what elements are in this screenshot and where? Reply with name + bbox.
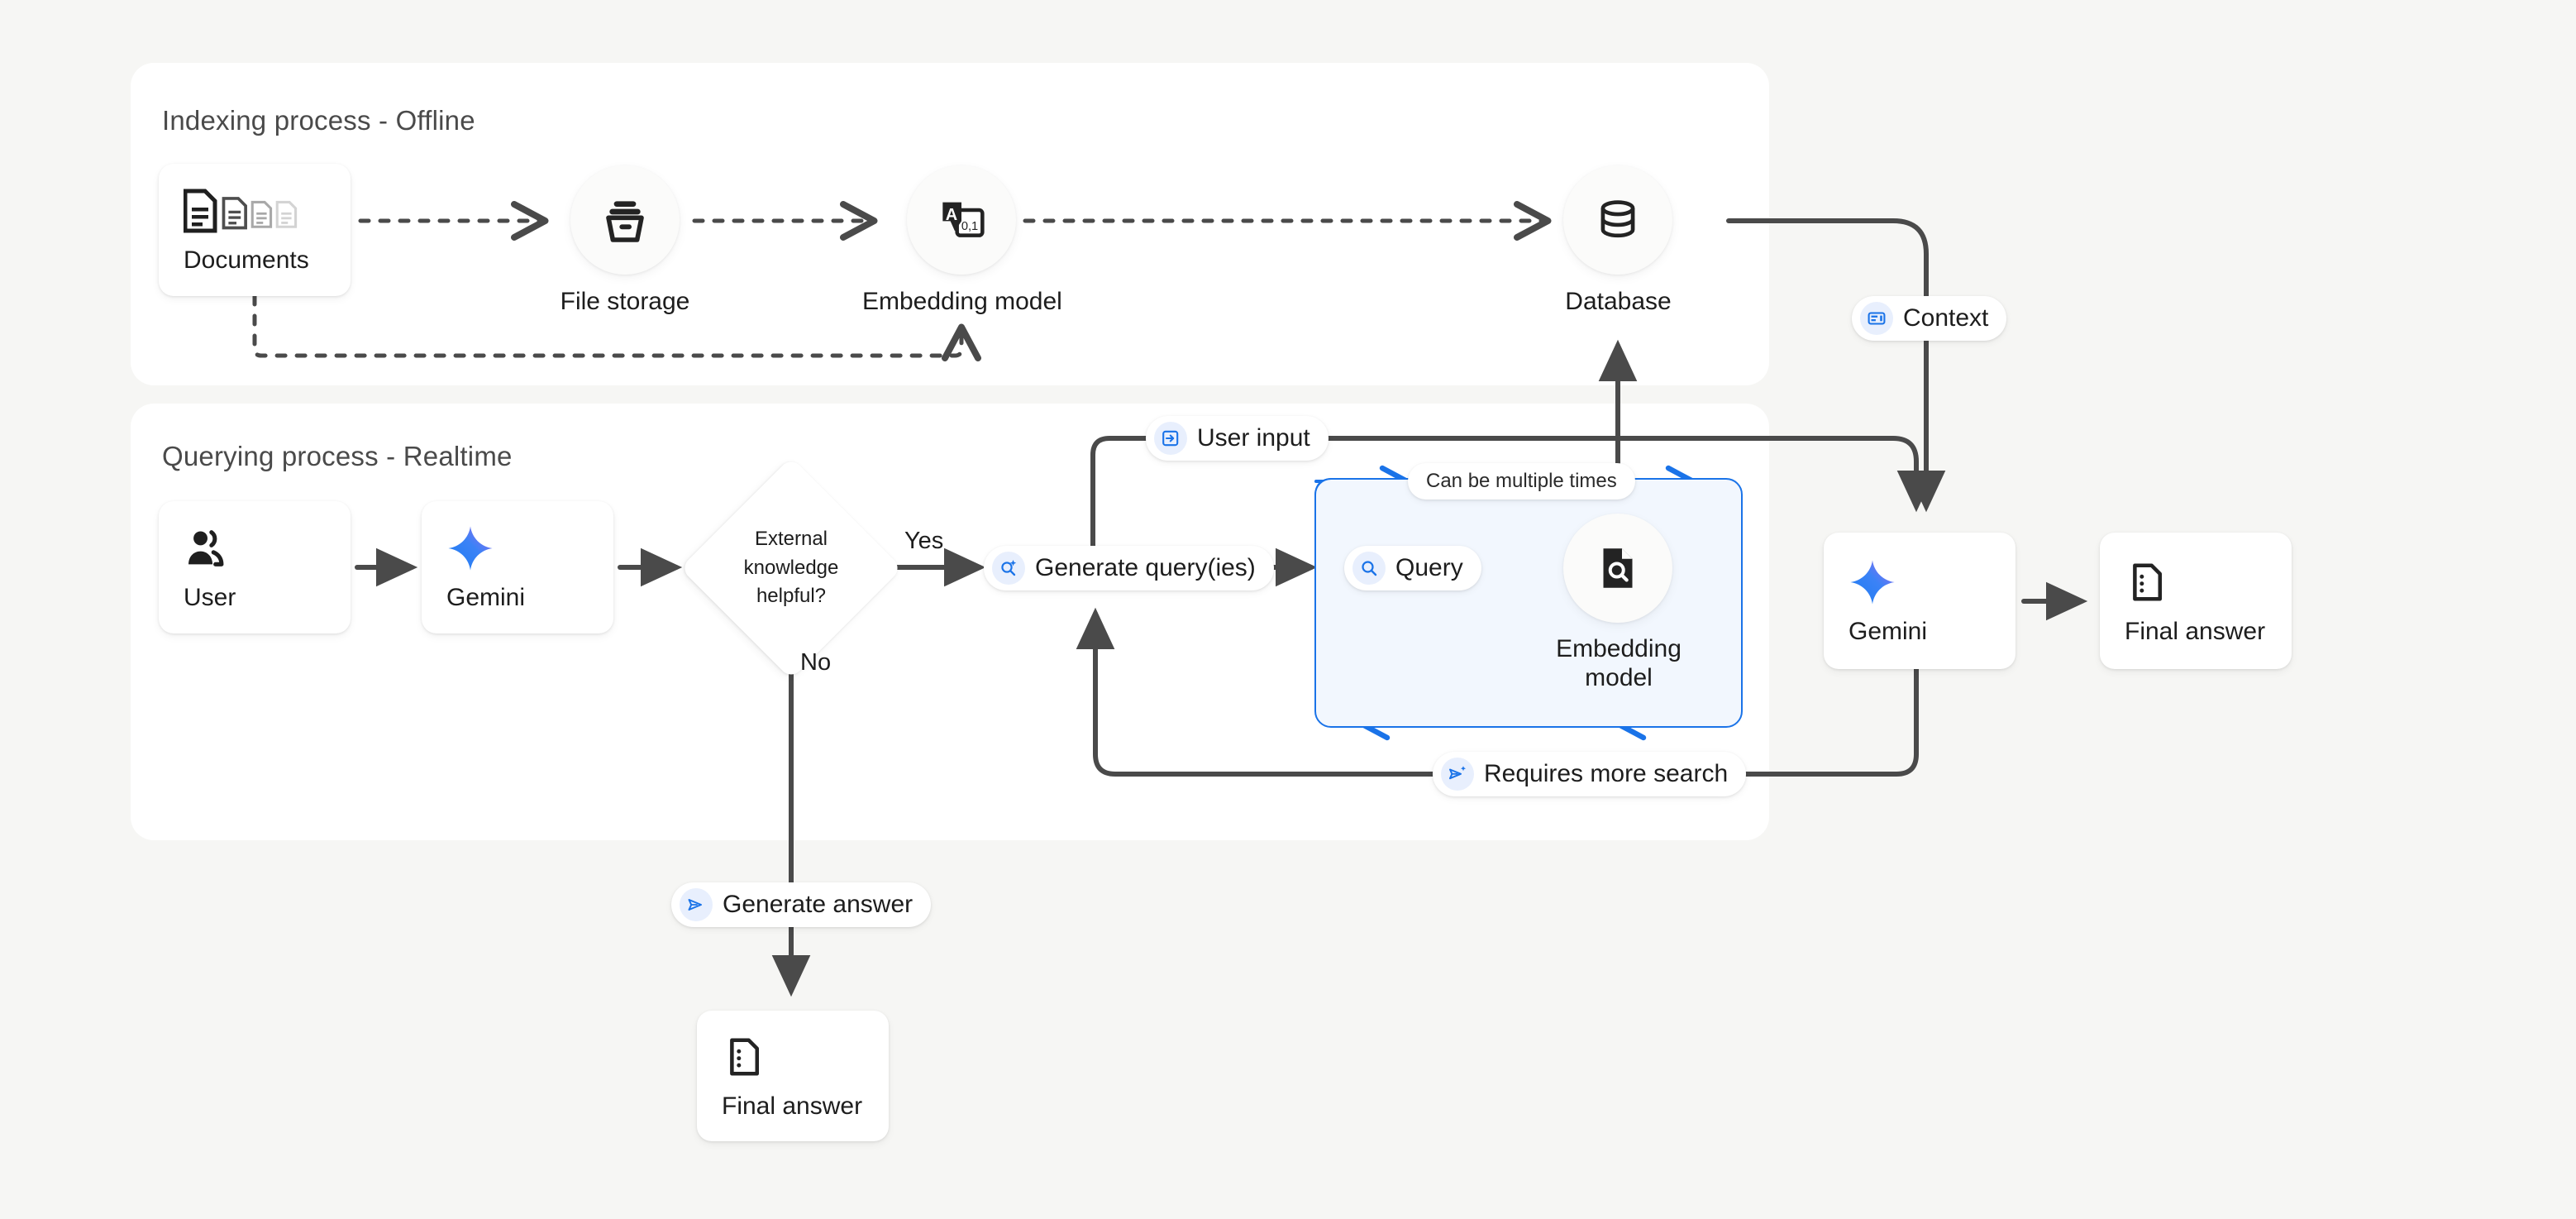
- no-edge-label: No: [800, 649, 832, 676]
- embedding-line-1: Embedding: [1556, 635, 1682, 662]
- generate-queries-label: Generate query(ies): [1035, 554, 1256, 581]
- svg-text:0,1: 0,1: [961, 220, 978, 233]
- embedding-model-label-query: Embedding model: [1539, 635, 1698, 692]
- final-answer-card-bottom[interactable]: Final answer: [697, 1011, 889, 1141]
- loop-note-pill: Can be multiple times: [1408, 463, 1635, 500]
- answer-doc-icon-right: [2125, 557, 2292, 608]
- documents-label: Documents: [184, 246, 309, 274]
- user-label: User: [184, 584, 236, 611]
- archive-icon: [606, 201, 644, 242]
- user-group-icon: [184, 523, 351, 574]
- requires-more-search-label: Requires more search: [1484, 760, 1729, 787]
- generate-answer-pill[interactable]: Generate answer: [671, 882, 932, 927]
- final-answer-label-right: Final answer: [2125, 617, 2266, 645]
- svg-text:A: A: [946, 206, 957, 224]
- input-login-icon: [1154, 422, 1187, 455]
- user-input-pill[interactable]: User input: [1146, 416, 1329, 461]
- gemini-label-right: Gemini: [1849, 617, 1928, 645]
- search-icon: [1352, 552, 1386, 585]
- requires-more-search-pill[interactable]: Requires more search: [1433, 752, 1747, 796]
- embedding-model-node-query[interactable]: [1563, 514, 1672, 623]
- search-spark-icon: [992, 552, 1025, 585]
- query-label: Query: [1395, 554, 1463, 581]
- final-answer-card-right[interactable]: Final answer: [2100, 533, 2292, 669]
- embedding-model-label-index: Embedding model: [862, 288, 1062, 315]
- final-answer-label-bottom: Final answer: [722, 1092, 863, 1120]
- loop-note-label: Can be multiple times: [1426, 470, 1617, 492]
- context-panel-icon: [1860, 302, 1893, 335]
- database-icon: [1600, 200, 1635, 238]
- user-card[interactable]: User: [159, 501, 351, 633]
- database-node[interactable]: [1563, 165, 1672, 275]
- embedding-line-2: model: [1585, 663, 1653, 691]
- file-storage-label: File storage: [560, 288, 690, 315]
- database-label: Database: [1565, 288, 1672, 315]
- gemini-spark-icon-right: [1849, 557, 2015, 608]
- decision-diamond[interactable]: External knowledge helpful?: [680, 457, 903, 680]
- documents-card[interactable]: Documents: [159, 164, 351, 296]
- generate-answer-label: Generate answer: [723, 891, 914, 918]
- querying-panel-title: Querying process - Realtime: [162, 441, 513, 471]
- answer-doc-icon-bottom: [722, 1031, 889, 1083]
- documents-icon: [184, 185, 351, 237]
- query-pill[interactable]: Query: [1344, 546, 1481, 590]
- file-storage-node[interactable]: [570, 165, 680, 275]
- embedding-model-node-index[interactable]: 0,1 A: [907, 165, 1016, 275]
- indexing-panel-title: Indexing process - Offline: [162, 105, 475, 136]
- retrieval-loop-box: [1314, 478, 1743, 728]
- context-label: Context: [1903, 304, 1989, 332]
- gemini-card-right[interactable]: Gemini: [1824, 533, 2015, 669]
- send-spark-icon: [1441, 758, 1474, 791]
- gemini-spark-icon: [446, 523, 613, 574]
- decision-label: External knowledge helpful?: [743, 527, 839, 608]
- context-pill[interactable]: Context: [1852, 296, 2007, 341]
- generate-queries-pill[interactable]: Generate query(ies): [984, 546, 1274, 590]
- gemini-card-left[interactable]: Gemini: [422, 501, 613, 633]
- translate-embedding-icon: 0,1 A: [942, 202, 985, 237]
- yes-edge-label: Yes: [904, 528, 944, 554]
- send-icon: [680, 888, 713, 921]
- user-input-label: User input: [1197, 424, 1310, 452]
- gemini-label-left: Gemini: [446, 584, 526, 611]
- document-search-icon: [1603, 548, 1633, 588]
